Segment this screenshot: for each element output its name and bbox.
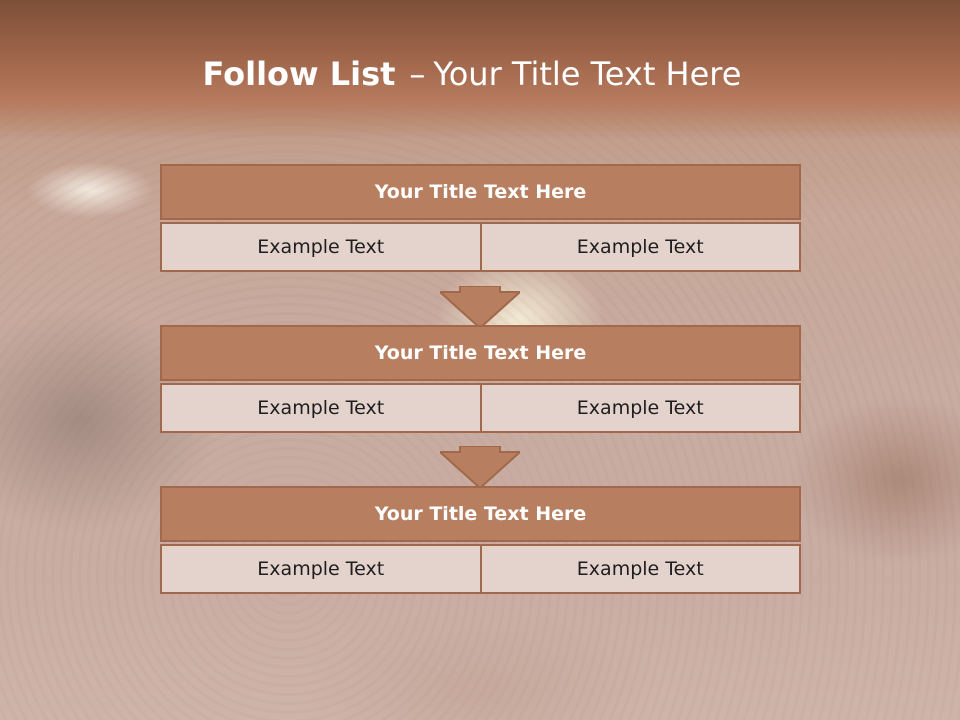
step-cell-left: Example Text	[160, 222, 482, 272]
step-cell-right: Example Text	[481, 222, 801, 272]
step-cell-left: Example Text	[160, 383, 482, 433]
step-title: Your Title Text Here	[160, 325, 801, 381]
title-bold: Follow List	[202, 55, 396, 93]
slide-title: Follow List–Your Title Text Here	[0, 52, 944, 96]
title-separator: –	[409, 55, 426, 93]
step-cell-right: Example Text	[481, 544, 801, 594]
down-arrow-icon	[440, 286, 520, 330]
step-cell-right: Example Text	[481, 383, 801, 433]
step-cell-left: Example Text	[160, 544, 482, 594]
step-row: Example Text Example Text	[160, 544, 801, 594]
step-row: Example Text Example Text	[160, 222, 801, 272]
down-arrow-icon	[440, 446, 520, 490]
header-band	[0, 0, 960, 140]
step-row: Example Text Example Text	[160, 383, 801, 433]
step-block-2: Your Title Text Here Example Text Exampl…	[160, 325, 801, 433]
title-rest: Your Title Text Here	[433, 55, 742, 93]
step-title: Your Title Text Here	[160, 486, 801, 542]
step-title: Your Title Text Here	[160, 164, 801, 220]
step-block-1: Your Title Text Here Example Text Exampl…	[160, 164, 801, 272]
step-block-3: Your Title Text Here Example Text Exampl…	[160, 486, 801, 594]
